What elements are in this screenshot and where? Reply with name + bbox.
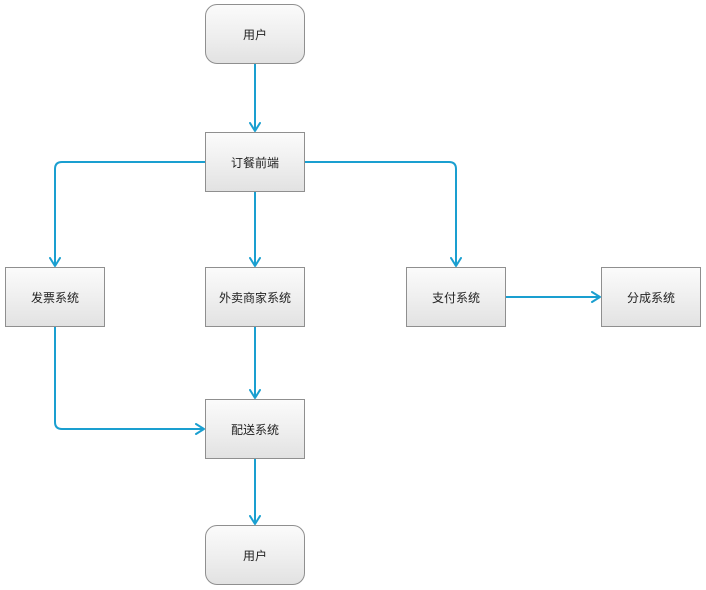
node-payment-system[interactable]: 支付系统 bbox=[406, 267, 506, 327]
node-label: 配送系统 bbox=[230, 422, 279, 437]
node-revenue-split-system[interactable]: 分成系统 bbox=[601, 267, 701, 327]
node-label: 用户 bbox=[242, 27, 267, 42]
node-label: 用户 bbox=[242, 548, 267, 563]
node-label: 订餐前端 bbox=[230, 155, 279, 170]
node-user-bottom[interactable]: 用户 bbox=[205, 525, 305, 585]
node-label: 分成系统 bbox=[626, 290, 675, 305]
node-merchant-system[interactable]: 外卖商家系统 bbox=[205, 267, 305, 327]
edge-frontend-to-payment bbox=[305, 161, 462, 267]
edge-invoice-to-delivery bbox=[54, 327, 205, 435]
node-label: 外卖商家系统 bbox=[218, 290, 291, 305]
node-label: 发票系统 bbox=[30, 290, 79, 305]
node-delivery-system[interactable]: 配送系统 bbox=[205, 399, 305, 459]
edge-frontend-to-invoice bbox=[49, 161, 205, 267]
node-label: 支付系统 bbox=[431, 290, 480, 305]
node-order-frontend[interactable]: 订餐前端 bbox=[205, 132, 305, 192]
node-user-top[interactable]: 用户 bbox=[205, 4, 305, 64]
node-invoice-system[interactable]: 发票系统 bbox=[5, 267, 105, 327]
